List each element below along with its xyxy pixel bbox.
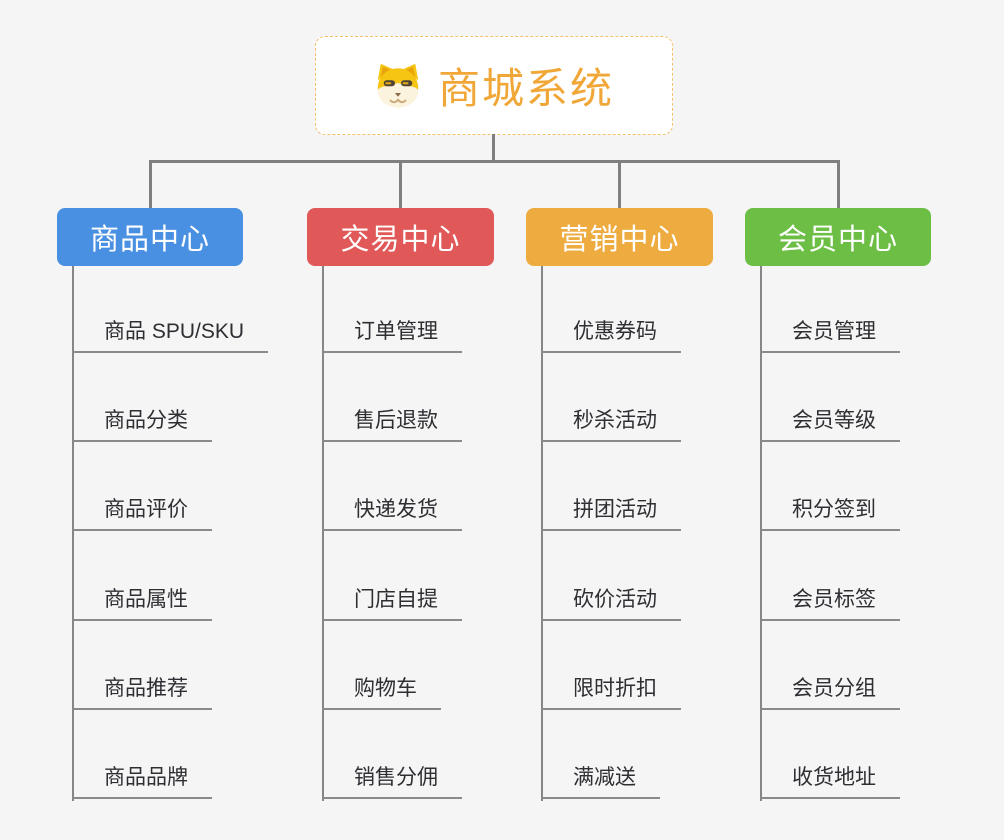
leaf-node[interactable]: 购物车 bbox=[322, 668, 441, 710]
leaf-node[interactable]: 会员管理 bbox=[760, 311, 900, 353]
branch-children-trade-center: 订单管理 售后退款 快递发货 门店自提 购物车 销售分佣 bbox=[322, 266, 554, 801]
connector-drop-trade bbox=[399, 162, 402, 208]
leaf-node[interactable]: 会员标签 bbox=[760, 579, 900, 621]
connector-drop-members bbox=[837, 162, 840, 208]
leaf-node[interactable]: 满减送 bbox=[541, 757, 660, 799]
leaf-node[interactable]: 销售分佣 bbox=[322, 757, 462, 799]
leaf-node[interactable]: 商品评价 bbox=[72, 489, 212, 531]
leaf-node[interactable]: 商品品牌 bbox=[72, 757, 212, 799]
leaf-node[interactable]: 优惠券码 bbox=[541, 311, 681, 353]
connector-drop-marketing bbox=[618, 162, 621, 208]
branch-node-member-center[interactable]: 会员中心 bbox=[745, 208, 931, 266]
leaf-node[interactable]: 售后退款 bbox=[322, 400, 462, 442]
connector-drop-products bbox=[149, 162, 152, 208]
root-title: 商城系统 bbox=[437, 65, 614, 112]
leaf-node[interactable]: 秒杀活动 bbox=[541, 400, 681, 442]
leaf-node[interactable]: 商品推荐 bbox=[72, 668, 212, 710]
leaf-node[interactable]: 商品属性 bbox=[72, 579, 212, 621]
branch-node-trade-center[interactable]: 交易中心 bbox=[307, 208, 494, 266]
leaf-node[interactable]: 拼团活动 bbox=[541, 489, 681, 531]
connector-horizontal bbox=[149, 160, 840, 163]
leaf-node[interactable]: 快递发货 bbox=[322, 489, 462, 531]
connector-root-drop bbox=[492, 134, 495, 163]
leaf-node[interactable]: 收货地址 bbox=[760, 757, 900, 799]
leaf-node[interactable]: 积分签到 bbox=[760, 489, 900, 531]
branch-node-product-center[interactable]: 商品中心 bbox=[57, 208, 243, 266]
leaf-node[interactable]: 会员分组 bbox=[760, 668, 900, 710]
root-node-mall-system[interactable]: 商城系统 bbox=[315, 36, 673, 135]
branch-children-member-center: 会员管理 会员等级 积分签到 会员标签 会员分组 收货地址 bbox=[760, 266, 992, 801]
leaf-node[interactable]: 会员等级 bbox=[760, 400, 900, 442]
leaf-node[interactable]: 砍价活动 bbox=[541, 579, 681, 621]
branch-children-marketing-center: 优惠券码 秒杀活动 拼团活动 砍价活动 限时折扣 满减送 bbox=[541, 266, 773, 801]
branch-node-marketing-center[interactable]: 营销中心 bbox=[526, 208, 713, 266]
leaf-node[interactable]: 商品 SPU/SKU bbox=[72, 311, 269, 353]
dog-mascot-icon bbox=[377, 63, 419, 108]
leaf-node[interactable]: 订单管理 bbox=[322, 311, 462, 353]
leaf-node[interactable]: 商品分类 bbox=[72, 400, 212, 442]
leaf-node[interactable]: 限时折扣 bbox=[541, 668, 681, 710]
branch-children-product-center: 商品 SPU/SKU 商品分类 商品评价 商品属性 商品推荐 商品品牌 bbox=[72, 266, 304, 801]
leaf-node[interactable]: 门店自提 bbox=[322, 579, 462, 621]
